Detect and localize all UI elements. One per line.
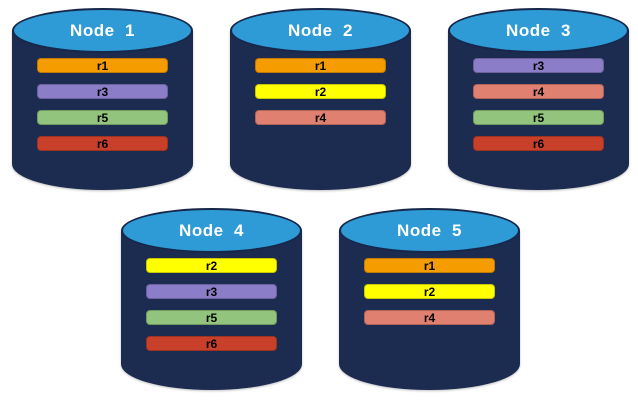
database-node-5[interactable]: Node 5 r1 r2 r4 — [339, 208, 520, 390]
replica-bar[interactable]: r2 — [255, 84, 386, 99]
node-title: Node 1 — [70, 21, 135, 40]
replica-list: r1 r3 r5 r6 — [37, 58, 168, 162]
replica-bar[interactable]: r5 — [473, 110, 604, 125]
node-cylinder-top — [12, 8, 193, 53]
replica-bar[interactable]: r4 — [473, 84, 604, 99]
replica-list: r2 r3 r5 r6 — [146, 258, 277, 362]
replica-bar[interactable]: r5 — [146, 310, 277, 325]
replica-bar[interactable]: r6 — [37, 136, 168, 151]
node-cylinder-top — [339, 208, 520, 253]
replica-bar[interactable]: r2 — [364, 284, 495, 299]
node-cylinder-top — [448, 8, 629, 53]
replica-bar[interactable]: r1 — [364, 258, 495, 273]
node-title: Node 5 — [397, 221, 462, 240]
replica-bar[interactable]: r3 — [37, 84, 168, 99]
replica-bar[interactable]: r5 — [37, 110, 168, 125]
replica-bar[interactable]: r3 — [146, 284, 277, 299]
node-title: Node 2 — [288, 21, 353, 40]
node-cylinder-top — [121, 208, 302, 253]
replica-bar[interactable]: r1 — [37, 58, 168, 73]
replica-list: r3 r4 r5 r6 — [473, 58, 604, 162]
node-title: Node 3 — [506, 21, 571, 40]
replica-bar[interactable]: r6 — [473, 136, 604, 151]
replica-bar[interactable]: r1 — [255, 58, 386, 73]
replica-list: r1 r2 r4 — [255, 58, 386, 136]
replica-bar[interactable]: r4 — [255, 110, 386, 125]
database-node-3[interactable]: Node 3 r3 r4 r5 r6 — [448, 8, 629, 190]
node-cylinder-top — [230, 8, 411, 53]
node-title: Node 4 — [179, 221, 244, 240]
replica-bar[interactable]: r3 — [473, 58, 604, 73]
database-node-2[interactable]: Node 2 r1 r2 r4 — [230, 8, 411, 190]
replica-bar[interactable]: r4 — [364, 310, 495, 325]
replica-list: r1 r2 r4 — [364, 258, 495, 336]
database-node-4[interactable]: Node 4 r2 r3 r5 r6 — [121, 208, 302, 390]
replica-bar[interactable]: r6 — [146, 336, 277, 351]
database-node-1[interactable]: Node 1 r1 r3 r5 r6 — [12, 8, 193, 190]
replica-bar[interactable]: r2 — [146, 258, 277, 273]
